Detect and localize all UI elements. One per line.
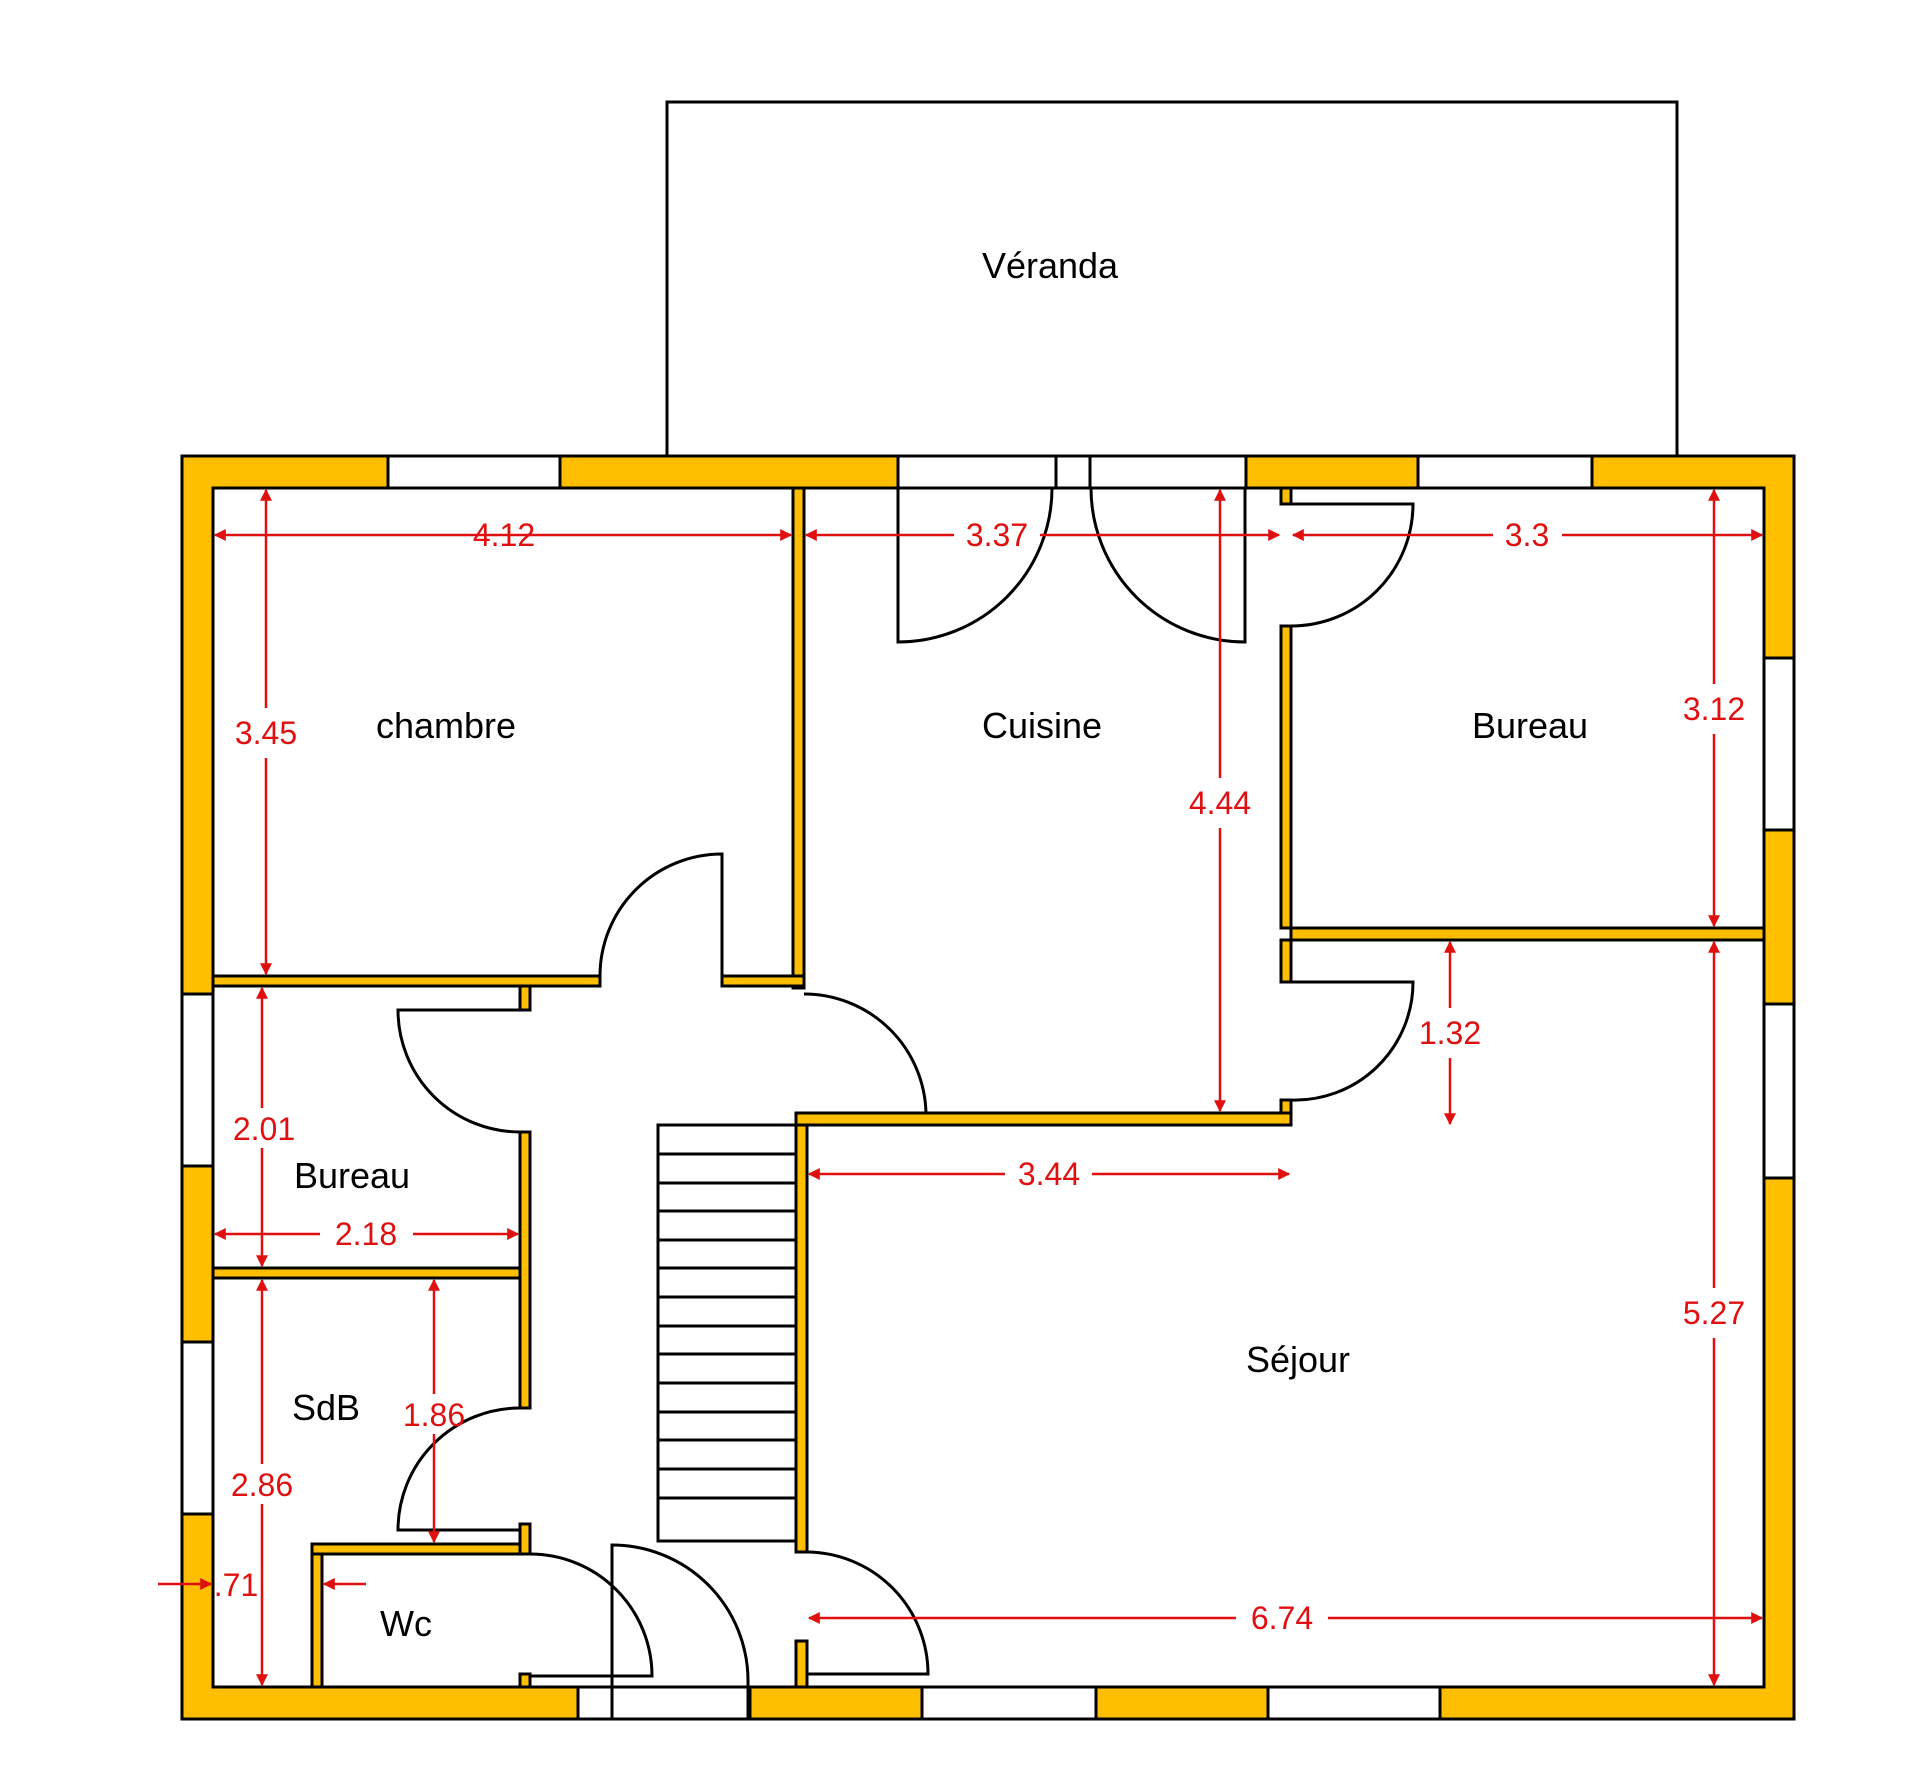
wall-bureau-west-east-top [518,984,532,1012]
dim-label-sdb-depth: 2.86 [231,1467,293,1503]
room-label-cuisine: Cuisine [982,705,1102,746]
wall-sejour-west-low [794,1639,809,1689]
wall-wc-north [310,1542,522,1556]
window-bureau-east-north [1416,454,1594,490]
wall-chambre-cuisine [791,486,806,990]
wall-cuisine-bureau-north [1279,486,1293,506]
dim-label-chambre-width: 4.12 [473,517,535,553]
window-bureau-west [180,992,215,1168]
window-sejour-south-1 [920,1685,1098,1721]
door-bureau-west [396,1008,521,1134]
veranda-outline [665,100,1679,458]
door-wc [529,1552,654,1678]
windows [180,454,1796,1721]
dim-label-cuisine-south-width: 3.44 [1018,1156,1080,1192]
window-cuisine-1 [896,454,1058,490]
door-entrance [610,1543,750,1719]
window-sejour-east [1762,1002,1796,1180]
dim-label-bureau-east-width: 3.3 [1505,517,1549,553]
wall-cuisine-bureau [1279,624,1293,930]
wall-chambre-south-west [211,974,602,988]
wall-passage-stub [1279,938,1293,984]
dim-label-bureau-east-depth: 3.12 [1683,691,1745,727]
wall-kitchen-south [794,1111,1293,1127]
dim-label-bureau-west-depth: 2.01 [233,1111,295,1147]
window-chambre [386,454,562,490]
wall-bureau-sejour [1289,926,1766,942]
room-labels: Véranda chambre Cuisine Bureau Bureau Sd… [292,245,1588,1644]
wall-chambre-south-east [720,974,806,988]
window-bureau-east-side [1762,656,1796,832]
room-label-bureau-east: Bureau [1472,705,1588,746]
room-label-veranda: Véranda [982,245,1119,286]
room-label-bureau-west: Bureau [294,1155,410,1196]
room-label-wc: Wc [380,1603,432,1644]
wall-wc-east [518,1672,532,1689]
staircase [656,1123,798,1543]
door-sejour [806,1550,930,1676]
door-chambre [598,852,724,977]
door-cuisine-left [896,487,1054,644]
dim-label-hall-depth: 1.86 [403,1397,465,1433]
dim-label-cuisine-width: 3.37 [966,517,1028,553]
dimension-labels: 4.12 3.37 3.3 3.45 3.12 4.44 1.32 2.01 2… [214,517,1745,1636]
window-sdb [180,1340,215,1516]
door-sdb [396,1406,521,1532]
room-label-chambre: chambre [376,705,516,746]
doors [396,487,1415,1719]
room-label-sdb: SdB [292,1387,360,1428]
interior-walls [211,486,1766,1689]
window-entrance [576,1685,752,1721]
window-sejour-south-2 [1266,1685,1442,1721]
wall-sejour-west [794,1123,809,1554]
door-passage [1290,980,1415,1102]
window-cuisine-2 [1054,454,1092,490]
door-cuisine-hall [803,992,928,1114]
dim-label-bureau-west-width: 2.18 [335,1216,397,1252]
wall-wc-west [310,1552,324,1689]
room-label-sejour: Séjour [1246,1339,1350,1380]
dim-label-passage-depth: 1.32 [1419,1015,1481,1051]
wall-sdb-hall-bottom [518,1522,532,1556]
dim-label-sejour-depth: 5.27 [1683,1295,1745,1331]
window-cuisine-3 [1088,454,1248,490]
dim-label-cuisine-depth: 4.44 [1189,785,1251,821]
dim-label-sejour-width: 6.74 [1251,1600,1313,1636]
door-bureau-east [1290,502,1415,628]
wall-bureau-west-south [211,1266,522,1280]
dimension-lines [158,488,1764,1687]
dim-label-wall-offset: .71 [214,1567,258,1603]
door-cuisine-right [1089,487,1247,644]
dim-label-chambre-depth: 3.45 [235,715,297,751]
